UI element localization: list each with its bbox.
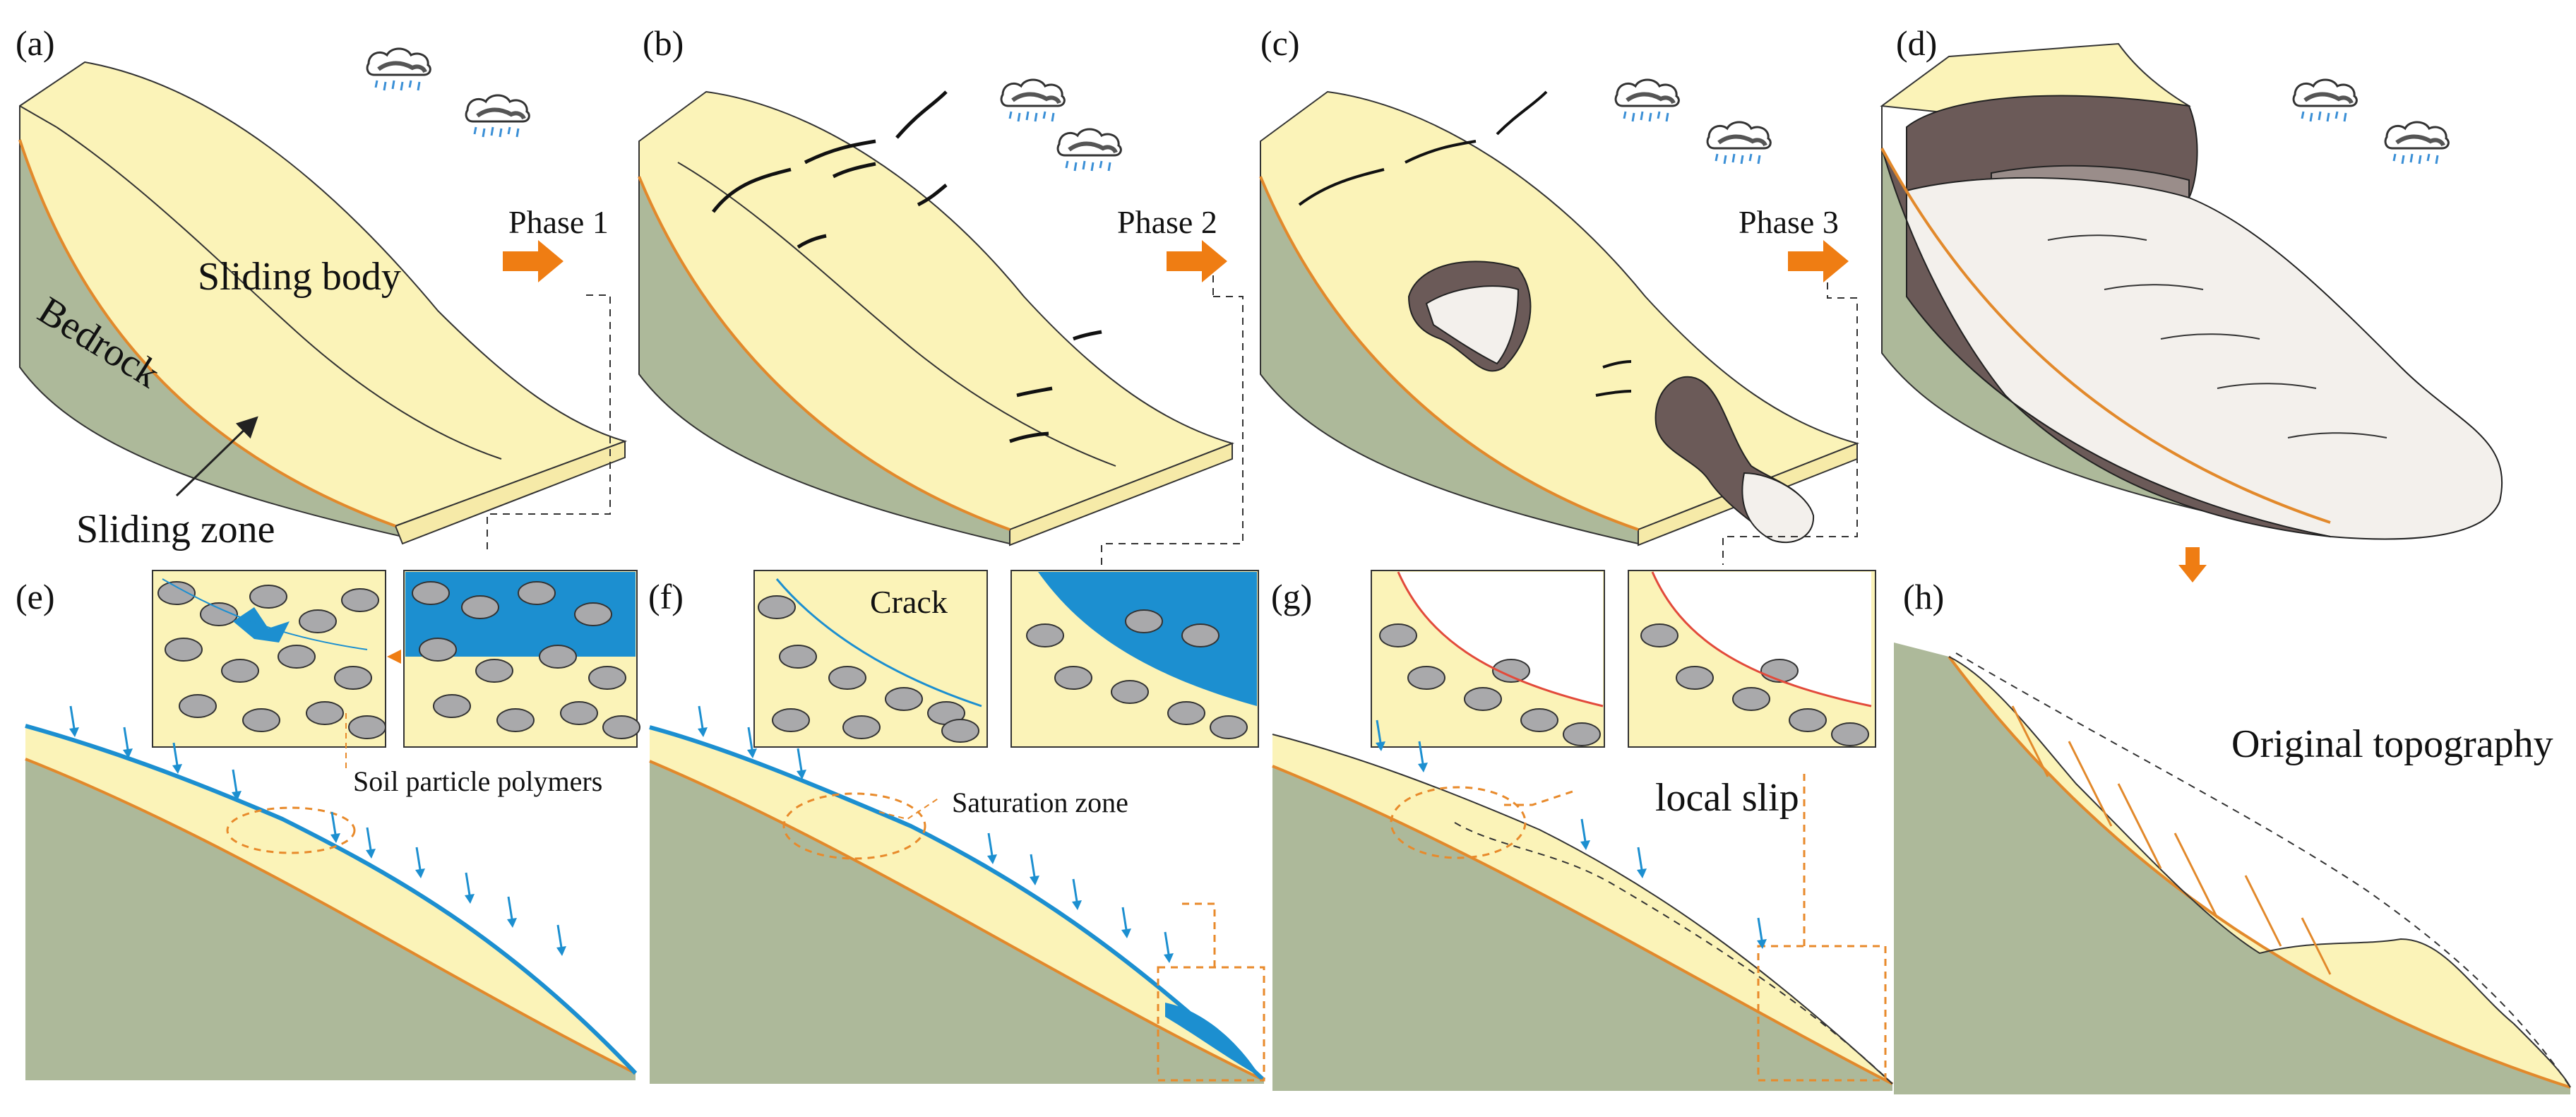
panel-label-f: (f) — [648, 577, 684, 616]
soil-particle-polymers-label: Soil particle polymers — [353, 765, 602, 797]
panel-label-c: (c) — [1260, 23, 1300, 63]
panel-label-g: (g) — [1271, 577, 1312, 616]
saturation-zone-label: Saturation zone — [952, 787, 1128, 818]
panel-c-block — [1259, 90, 1860, 546]
panel-label-d: (d) — [1896, 23, 1937, 63]
local-slip-label: local slip — [1655, 776, 1799, 820]
sliding-zone-leader — [175, 416, 258, 497]
panel-e-section — [25, 724, 638, 1080]
sliding-zone-label: Sliding zone — [76, 508, 275, 551]
leader-lines — [487, 275, 1858, 565]
rain-cloud-icon — [2294, 80, 2356, 121]
panel-h-section — [1894, 643, 2571, 1094]
inset-f-right — [1010, 570, 1259, 748]
inset-g-left — [1371, 570, 1605, 748]
panel-label-a: (a) — [16, 23, 55, 63]
inset-g-right — [1628, 570, 1876, 748]
panel-f-section — [649, 725, 1266, 1084]
panel-a-block — [18, 61, 628, 545]
panel-label-b: (b) — [643, 23, 684, 63]
phase-2-label: Phase 2 — [1117, 204, 1217, 240]
phase-arrow-icon — [503, 240, 564, 282]
panel-label-e: (e) — [16, 577, 55, 616]
rain-cloud-icon — [2385, 122, 2448, 164]
inset-e-left — [152, 570, 386, 748]
panel-g-section — [1272, 734, 1893, 1091]
crack-label: Crack — [870, 584, 948, 620]
transition-arrow-icon — [387, 650, 401, 664]
rain-cloud-icon — [1058, 129, 1121, 171]
inset-e-right — [403, 570, 640, 748]
phase-arrow-icon — [1167, 240, 1227, 282]
phase-arrow-icon — [1788, 240, 1849, 282]
panel-d-block — [1880, 42, 2503, 540]
rain-cloud-icon — [367, 49, 430, 90]
down-arrow-icon — [2178, 547, 2207, 583]
panel-b-block — [638, 90, 1235, 546]
rain-cloud-icon — [1707, 122, 1770, 164]
saturation-leader — [878, 797, 940, 820]
phase-1-label: Phase 1 — [508, 204, 609, 240]
rain-cloud-icon — [1001, 80, 1064, 121]
rain-cloud-icon — [466, 95, 529, 137]
rain-cloud-icon — [1616, 80, 1678, 121]
original-topography-label: Original topography — [2231, 722, 2553, 766]
inset-f-left — [753, 570, 988, 748]
sliding-body-label: Sliding body — [198, 255, 401, 299]
panel-label-h: (h) — [1903, 577, 1944, 616]
phase-3-label: Phase 3 — [1739, 204, 1839, 240]
